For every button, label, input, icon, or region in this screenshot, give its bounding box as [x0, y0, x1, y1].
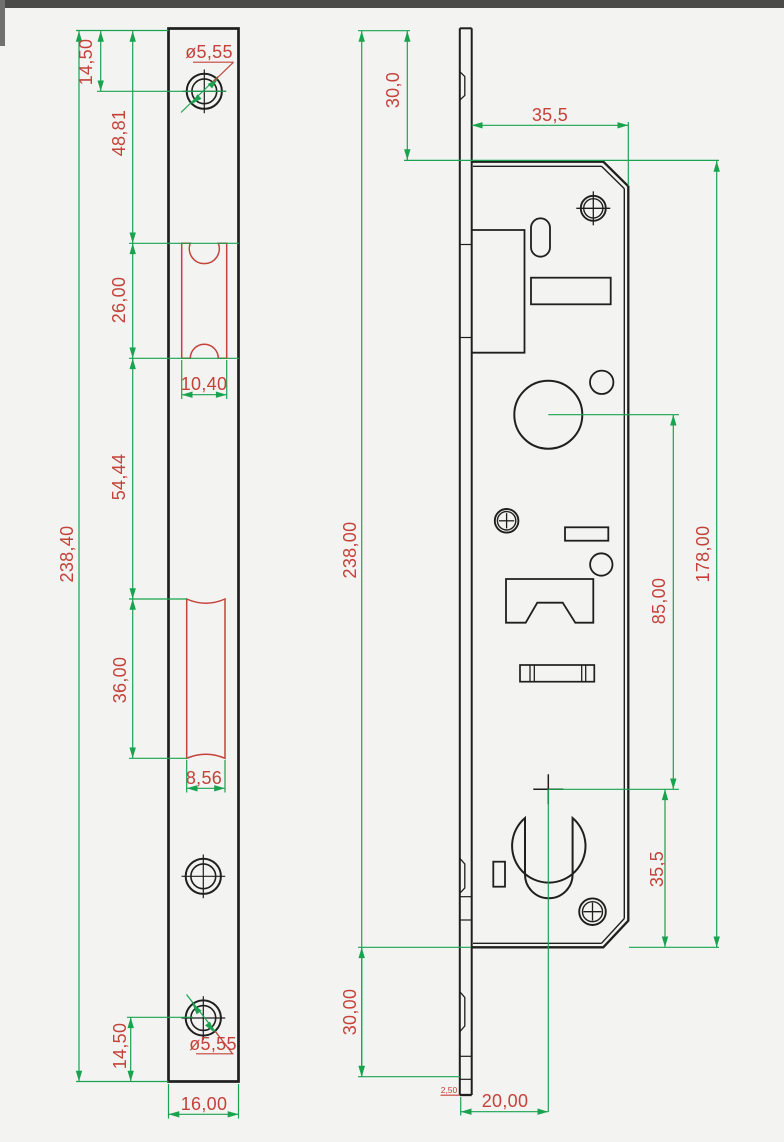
notched-plate [505, 578, 595, 624]
countersink-mid [459, 857, 466, 894]
dim-label-plate-width: 16,00 [181, 1094, 228, 1114]
latch-cutout [185, 597, 226, 760]
dim-label-between-cutouts: 54,44 [109, 454, 129, 501]
dim-label-latch-height: 36,00 [110, 657, 130, 704]
dim-label-plate-length: 238,40 [57, 526, 77, 583]
dim-label-follower-to-cylinder: 85,00 [649, 578, 669, 625]
dim-label-faceplate-thickness: 2,50 [441, 1085, 458, 1095]
strike-plate-view [167, 27, 240, 1083]
slide-bar [519, 664, 596, 683]
dim-label-bottom-overhang: 30,00 [340, 989, 360, 1036]
dim-label-cylinder-backset: 20,00 [482, 1091, 529, 1111]
follower-box [471, 229, 526, 354]
dim-label-backset-top: 35,5 [532, 105, 568, 125]
lock-case-view [458, 27, 630, 1097]
stop-slot [564, 526, 610, 542]
leader-lines [193, 61, 460, 1096]
case-screw-middle [493, 508, 520, 534]
countersink-bottom [459, 991, 466, 1033]
dim-label-offset-bottom: 14,50 [110, 1023, 130, 1070]
scan-border-top [0, 0, 784, 8]
scan-border-corner [0, 0, 5, 46]
case-screw-top [576, 191, 611, 226]
dim-label-top-overhang: 30,0 [383, 72, 403, 108]
lock-mechanism-features [471, 191, 615, 926]
dim-label-roller-height: 26,00 [109, 277, 129, 324]
spring-box [530, 276, 612, 306]
dim-label-latch-width: 8,56 [186, 768, 222, 788]
lock-case-inner-edge [473, 165, 625, 944]
dim-label-hole-dia-top: ø5,55 [185, 42, 233, 62]
screw-hole-middle [181, 854, 226, 899]
euro-cylinder-hole [511, 815, 587, 900]
dim-label-hole-dia-bottom: ø5,55 [189, 1034, 237, 1054]
oval-slot [530, 217, 551, 258]
small-hole-lower [589, 552, 614, 577]
screw-hole-bottom [181, 996, 226, 1040]
countersink-top [459, 71, 466, 101]
dimension-labels: 14,50 ø5,55 48,81 26,00 10,40 238,40 54,… [57, 39, 713, 1114]
small-hole-upper [589, 369, 615, 395]
faceplate-strip [458, 27, 473, 1097]
lock-case-outline [471, 160, 630, 949]
dim-label-faceplate-length: 238,00 [340, 522, 360, 579]
dimension-lines [75, 29, 720, 1119]
strike-plate-outline [167, 27, 240, 1083]
dim-label-roller-width: 10,40 [181, 374, 228, 394]
dim-label-top-to-roller: 48,81 [109, 110, 129, 157]
small-slot-bottom [492, 860, 506, 888]
case-screw-bottom [578, 897, 607, 926]
dim-label-offset-top: 14,50 [76, 39, 96, 86]
dim-label-cylinder-to-bottom: 35,5 [647, 851, 667, 887]
dim-label-case-length: 178,00 [693, 526, 713, 583]
